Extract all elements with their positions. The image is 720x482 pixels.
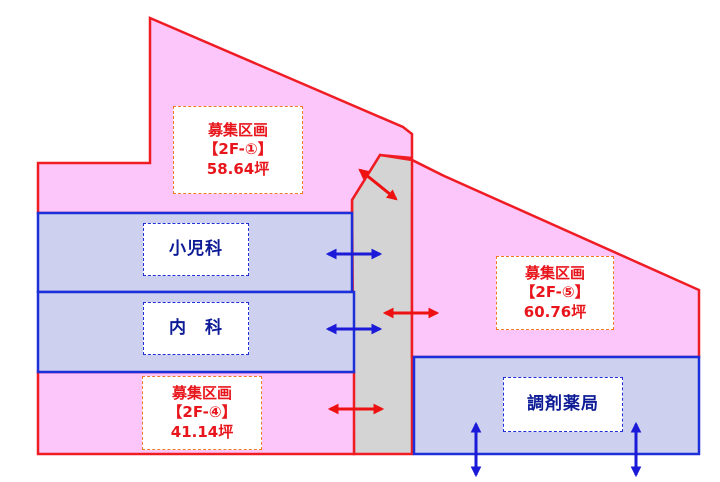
area-2f-4-title: 募集区画 [171,383,232,402]
area-2f-1-title: 募集区画 [207,120,268,139]
label-area-2f-5: 募集区画 【2F-⑤】 60.76坪 [496,256,614,330]
label-pharmacy: 調剤薬局 [503,377,623,432]
area-2f-5-title: 募集区画 [524,263,585,282]
label-area-2f-4: 募集区画 【2F-④】 41.14坪 [142,376,262,450]
area-2f-4-size: 41.14坪 [170,422,234,441]
area-2f-4-code: 【2F-④】 [167,403,237,422]
label-pediatrics: 小児科 [143,223,249,276]
area-2f-5-code: 【2F-⑤】 [520,283,590,302]
area-2f-5-size: 60.76坪 [523,302,587,321]
area-2f-1-code: 【2F-①】 [203,140,273,159]
label-internal-medicine: 内 科 [143,302,249,355]
access-arrow-2f-1 [358,168,398,201]
label-area-2f-1: 募集区画 【2F-①】 58.64坪 [173,106,303,194]
area-2f-1-size: 58.64坪 [206,159,270,178]
